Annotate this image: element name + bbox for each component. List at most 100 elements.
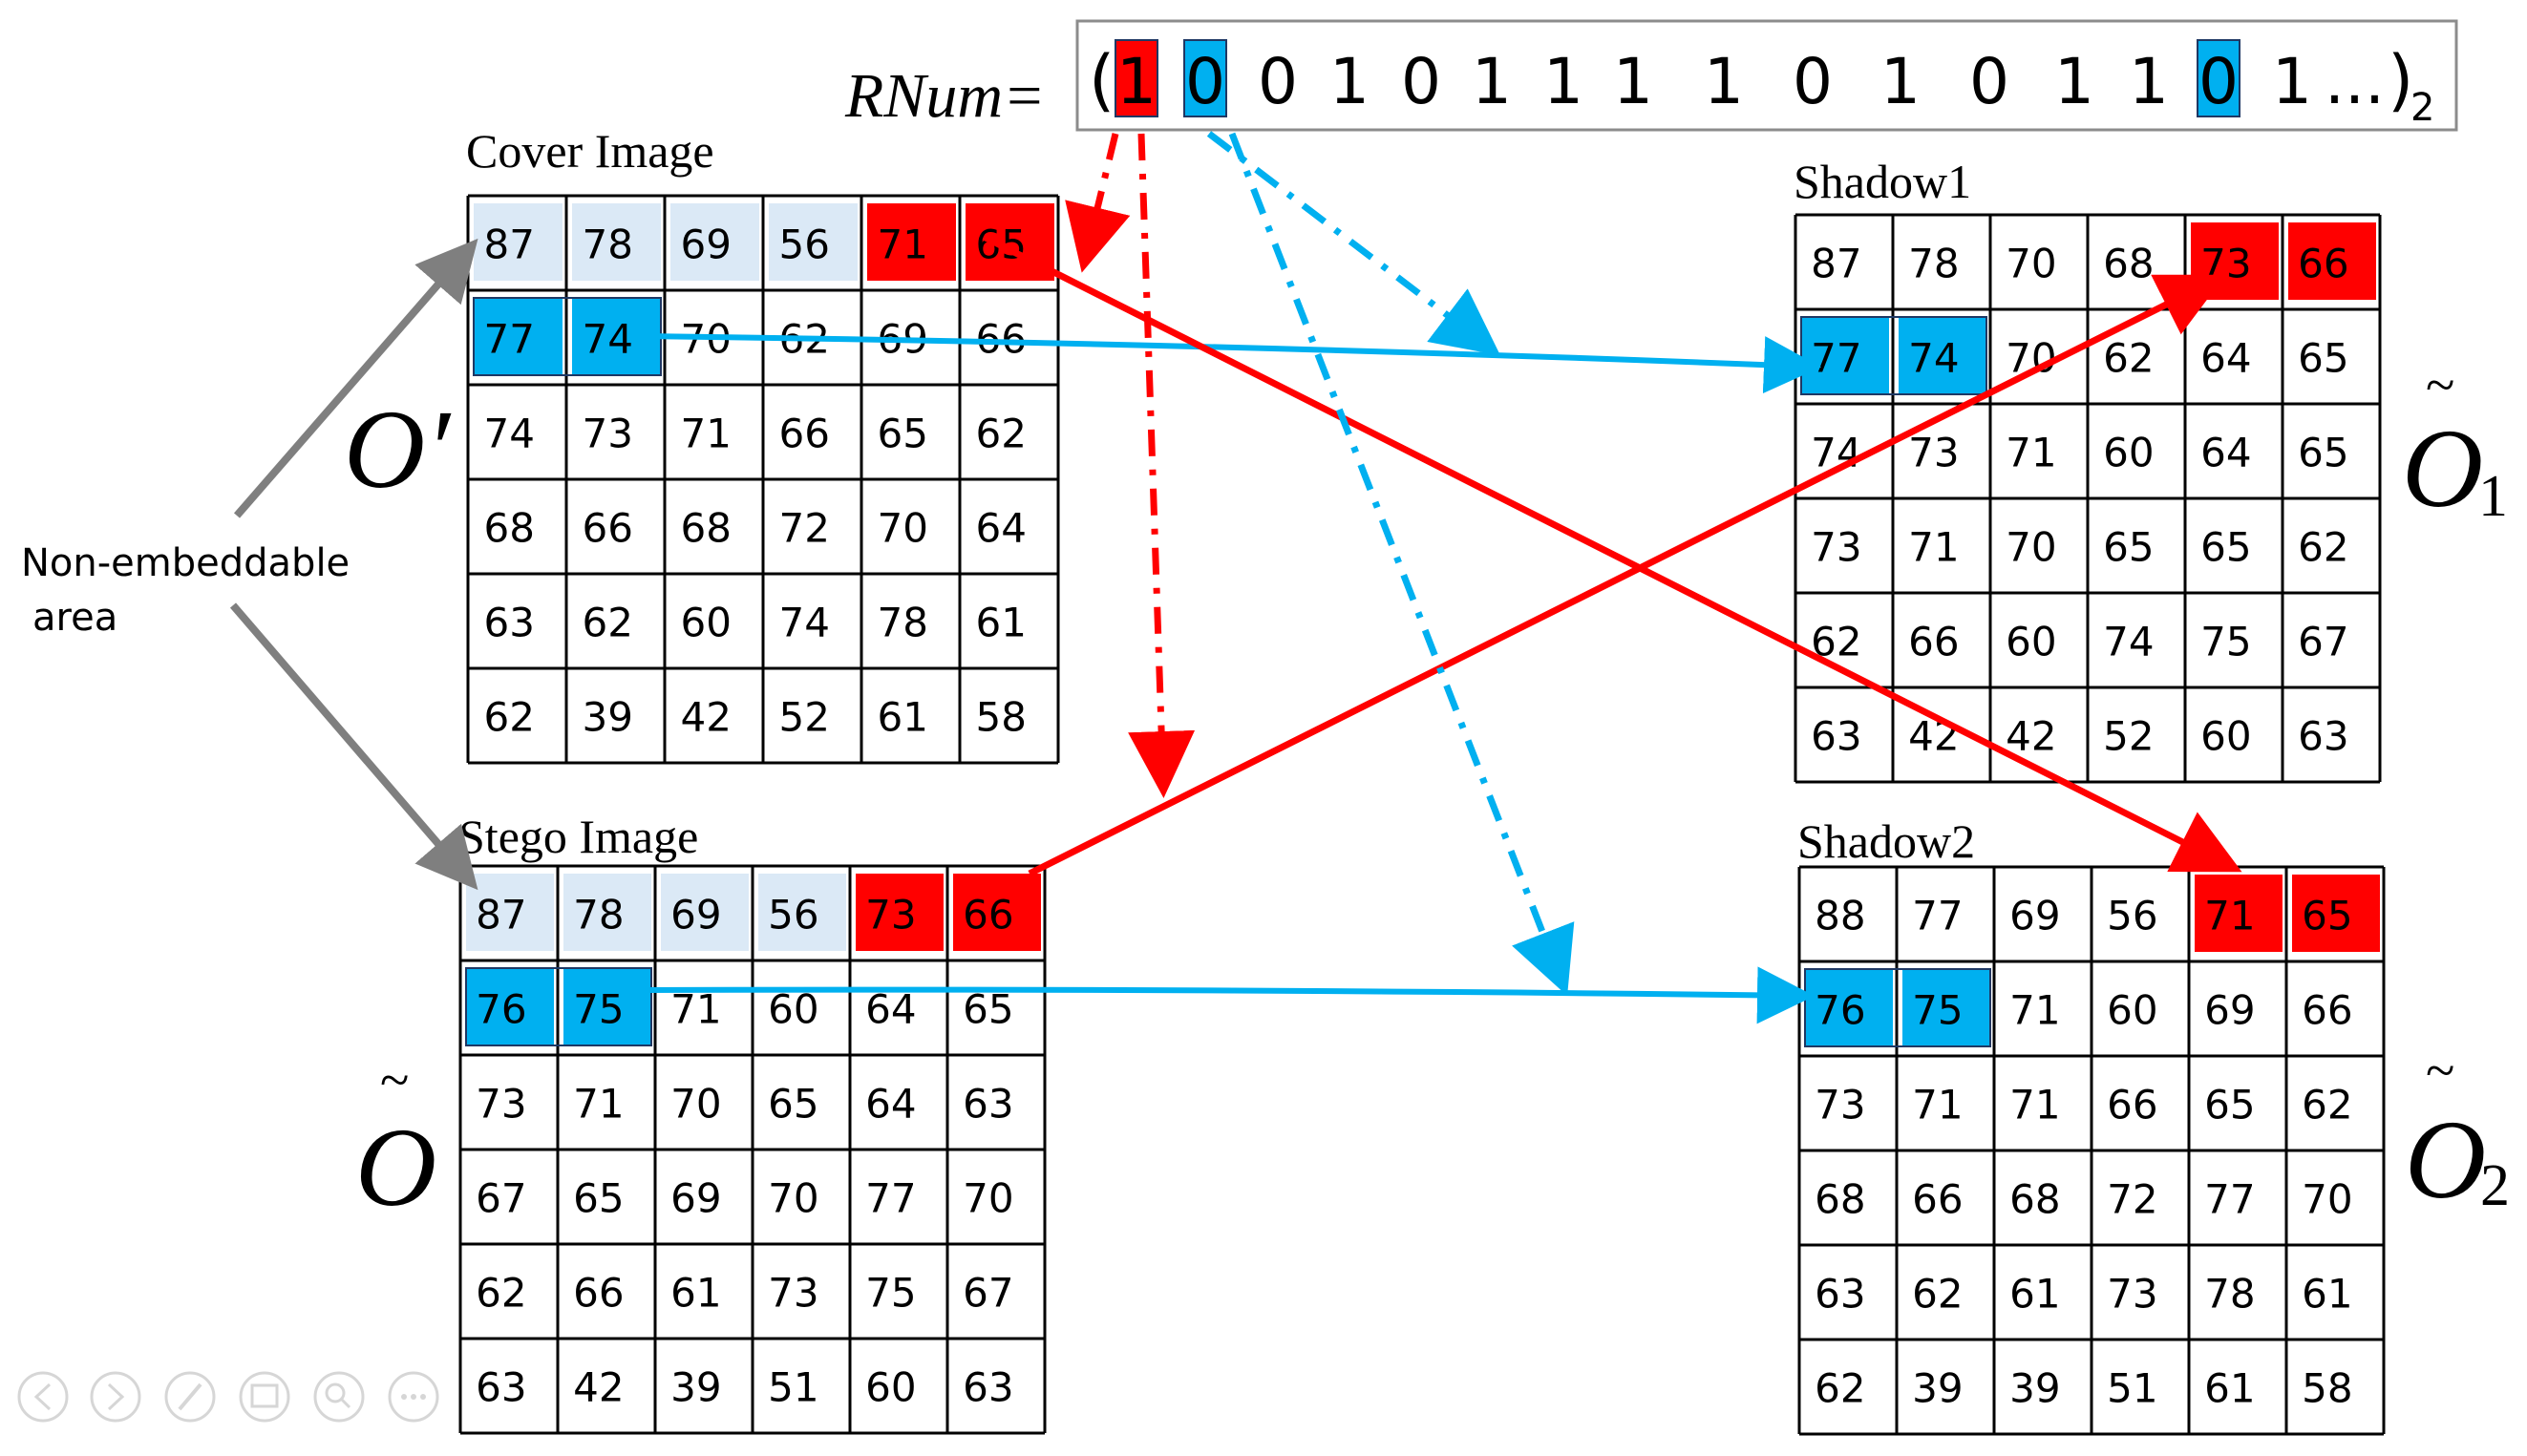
shadow2-cell-value: 63 [1815, 1270, 1865, 1317]
shadow1-cell-highlight [2288, 222, 2376, 300]
shadow1-cell-value: 64 [2200, 334, 2251, 381]
stego-cell-value: 65 [963, 985, 1013, 1032]
stego-cell-value: 60 [865, 1363, 916, 1410]
rnum-bit: 1 [1472, 45, 1512, 118]
stego-cell-value: 87 [476, 891, 526, 938]
o1-tilde-label: O [2402, 406, 2483, 531]
cover-cell-highlight [474, 298, 563, 375]
arrow-stego-red-to-shadow1 [1028, 274, 2226, 877]
more-icon[interactable] [388, 1371, 439, 1423]
shadow2-cell-value: 66 [2107, 1081, 2157, 1128]
rnum-base: 2 [2410, 86, 2434, 130]
shadow2-cell-value: 71 [1912, 1081, 1963, 1128]
stego-cell-highlight [758, 874, 846, 951]
cover-cell-value: 62 [583, 599, 633, 645]
shadow1-cell-value: 66 [1908, 618, 1959, 665]
cover-cell-highlight [769, 203, 858, 281]
cover-cell-highlight [867, 203, 956, 281]
previous-icon[interactable] [17, 1371, 69, 1423]
shadow1-cell-value: 62 [2298, 523, 2348, 570]
shadow1-cell-value: 73 [1811, 523, 1861, 570]
rnum-bit: 0 [1258, 45, 1298, 118]
shadow2-cell-highlight [1902, 969, 1990, 1046]
rnum-bit: 0 [1969, 45, 2009, 118]
stego-cell-value: 69 [670, 891, 721, 938]
stego-cell-value: 65 [768, 1080, 818, 1127]
stego-cell-value: 63 [963, 1363, 1013, 1410]
rnum-bit: 0 [1793, 45, 1833, 118]
shadow1-cell-value: 71 [2006, 429, 2056, 475]
shadow2-cell-value: 56 [2107, 892, 2157, 939]
stego-cell-highlight [563, 874, 651, 951]
shadow2-cell-highlight [2292, 875, 2380, 952]
shadow1-cell-value: 78 [1908, 240, 1959, 286]
stego-cell-value: 75 [865, 1269, 916, 1316]
shadow2-cell-value: 69 [2009, 892, 2060, 939]
cover-cell-highlight [572, 203, 661, 281]
shadow2-cell-value: 70 [2302, 1175, 2352, 1222]
shadow1-cell-value: 64 [2200, 429, 2251, 475]
stego-cell-value: 78 [573, 891, 624, 938]
cover-cell-value: 56 [779, 221, 830, 267]
arrow-stego-blue-to-shadow2 [641, 966, 1815, 1024]
shadow2-cell-value: 66 [2302, 986, 2352, 1033]
stego-cell-value: 73 [768, 1269, 818, 1316]
shadow2-cell-value: 61 [2009, 1270, 2060, 1317]
shadow1-cell-value: 63 [1811, 712, 1861, 759]
shadow2-cell-value: 78 [2204, 1270, 2255, 1317]
shadow1-cell-value: 67 [2298, 618, 2348, 665]
rnum-bit: 0 [1185, 45, 1225, 118]
pen-icon[interactable] [164, 1371, 216, 1423]
stego-cell-value: 73 [476, 1080, 526, 1127]
stego-image-title: Stego Image [458, 810, 698, 863]
stego-blue-pair-outline [465, 967, 652, 1046]
cover-cell-value: 63 [484, 599, 535, 645]
arrow-cover-blue-to-shadow1 [641, 333, 1821, 394]
stego-cell-value: 67 [476, 1174, 526, 1221]
next-icon[interactable] [90, 1371, 141, 1423]
stego-cell-value: 71 [670, 985, 721, 1032]
cover-cell-value: 70 [878, 504, 928, 551]
shadow2-title: Shadow2 [1797, 814, 1975, 868]
slides-icon[interactable] [239, 1371, 290, 1423]
shadow1-cell-highlight [1899, 317, 1986, 394]
cover-cell-value: 78 [583, 221, 633, 267]
stego-cell-value: 66 [573, 1269, 624, 1316]
cover-cell-value: 39 [583, 693, 633, 740]
shadow2-cell-value: 61 [2302, 1270, 2352, 1317]
cover-cell-value: 74 [583, 315, 633, 362]
arrow-cover-red-to-shadow2 [982, 233, 2242, 873]
cover-image-title: Cover Image [466, 124, 714, 178]
shadow2-cell-value: 51 [2107, 1364, 2157, 1411]
o-tilde-mark: ~ [380, 1051, 409, 1110]
stego-cell-value: 73 [865, 891, 916, 938]
zoom-icon[interactable] [313, 1371, 365, 1423]
shadow2-cell-value: 71 [2009, 986, 2060, 1033]
slide-toolbar [17, 1371, 439, 1423]
o1-subscript: 1 [2478, 464, 2508, 529]
shadow2-cell-value: 71 [2009, 1081, 2060, 1128]
stego-cell-value: 70 [768, 1174, 818, 1221]
stego-cell-value: 77 [865, 1174, 916, 1221]
shadow1-cell-value: 73 [2200, 240, 2251, 286]
cover-cell-value: 73 [583, 410, 633, 456]
rnum-bit-highlight [1183, 39, 1227, 117]
o2-subscript: 2 [2480, 1153, 2510, 1218]
stego-cell-highlight [661, 874, 749, 951]
shadow1-cell-value: 74 [2103, 618, 2154, 665]
shadow2-cell-value: 68 [2009, 1175, 2060, 1222]
cover-cell-value: 72 [779, 504, 830, 551]
rnum-open-paren: ( [1089, 41, 1115, 119]
cover-cell-value: 66 [779, 410, 830, 456]
arrow-bit1-to-stego [1128, 133, 1196, 798]
shadow1-cell-value: 42 [1908, 712, 1959, 759]
shadow1-cell-value: 62 [2103, 334, 2154, 381]
stego-cell-value: 75 [573, 985, 624, 1032]
stego-cell-value: 71 [573, 1080, 624, 1127]
shadow1-cell-value: 52 [2103, 712, 2154, 759]
connector-arrows [641, 233, 2242, 1024]
